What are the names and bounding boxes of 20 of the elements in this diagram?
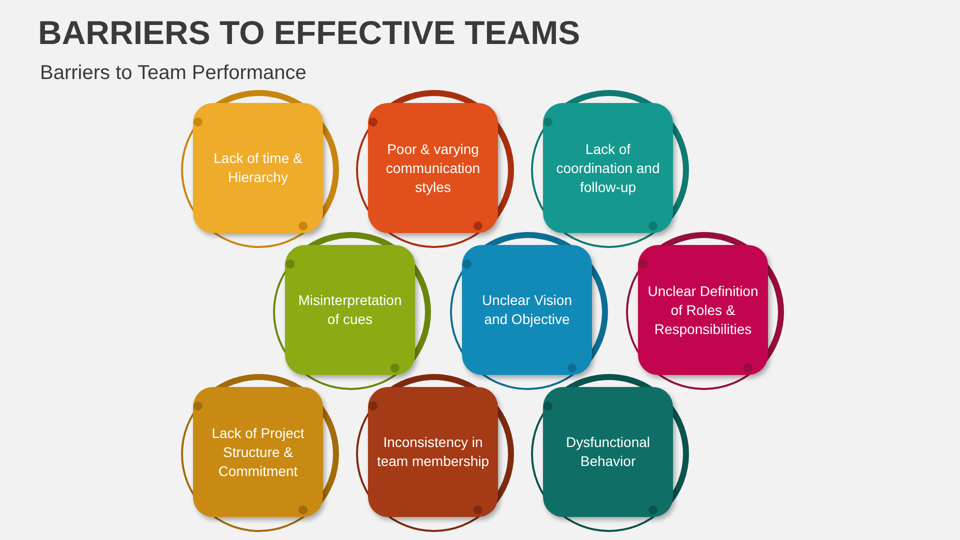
- rounded-square-card: [543, 103, 673, 233]
- rounded-square-card: [543, 387, 673, 517]
- rounded-square-card: [638, 245, 768, 375]
- subtitle: Barriers to Team Performance: [40, 62, 306, 85]
- rounded-square-card: [193, 387, 323, 517]
- rounded-square-card: [462, 245, 592, 375]
- rounded-square-card: [368, 103, 498, 233]
- card-text: Unclear Definition of Roles & Responsibilities: [646, 282, 760, 338]
- card-text: Inconsistency in team membership: [376, 433, 490, 471]
- card-text: Poor & varying communication styles: [384, 140, 482, 196]
- rounded-square-card: [368, 387, 498, 517]
- rounded-square-card: [193, 103, 323, 233]
- rounded-square-card: [285, 245, 415, 375]
- card-text: Unclear Vision and Objective: [480, 291, 573, 329]
- title: BARRIERS TO EFFECTIVE TEAMS: [38, 14, 580, 52]
- card-text: Lack of time & Hierarchy: [212, 149, 304, 187]
- card-text: Misinterpretation of cues: [297, 291, 403, 329]
- card-text: Lack of Project Structure & Commitment: [210, 424, 306, 480]
- card-text: Dysfunctional Behavior: [564, 433, 652, 471]
- card-text: Lack of coordination and follow-up: [555, 140, 661, 196]
